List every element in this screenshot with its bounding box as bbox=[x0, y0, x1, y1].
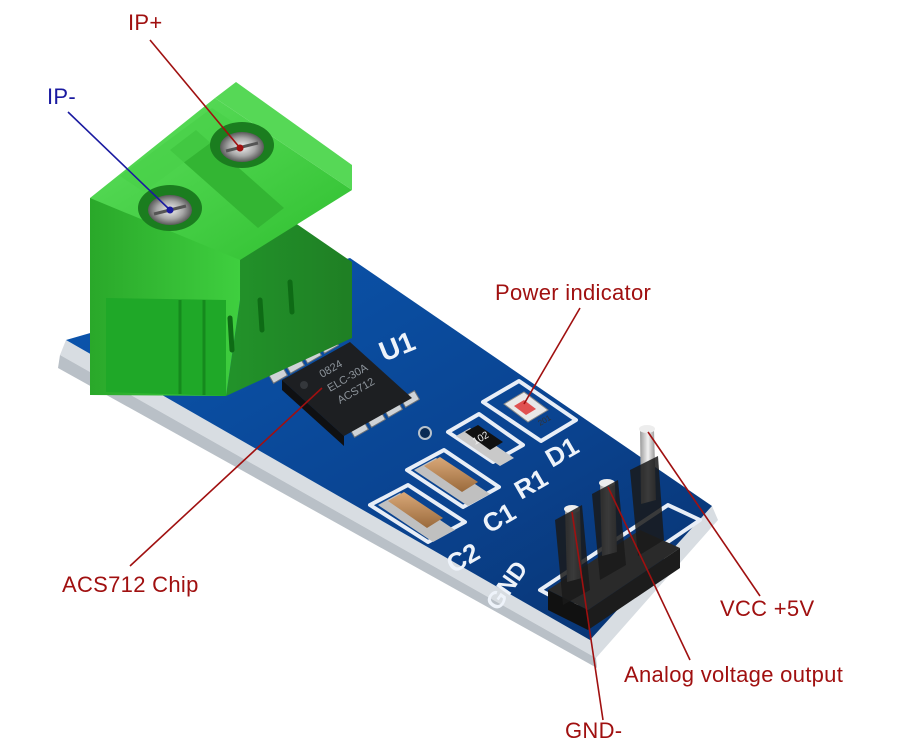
screw-terminal bbox=[90, 82, 352, 396]
label-ip-plus: IP+ bbox=[128, 10, 163, 35]
via-hole bbox=[418, 426, 432, 440]
capacitor-c1 bbox=[414, 457, 490, 506]
leader-chip bbox=[129, 387, 323, 567]
silkscreen bbox=[368, 379, 702, 609]
label-ip-minus: IP- bbox=[47, 84, 77, 109]
leader-ip-minus bbox=[67, 111, 171, 211]
c2-outline bbox=[368, 483, 467, 544]
label-vcc: VCC +5V bbox=[720, 596, 815, 621]
leader-ip-plus bbox=[149, 39, 241, 149]
leader-analog bbox=[607, 486, 691, 661]
label-gnd: GND- bbox=[565, 718, 623, 743]
capacitor-c2 bbox=[378, 492, 455, 542]
label-acs712-chip: ACS712 Chip bbox=[62, 572, 199, 597]
callout-lines bbox=[67, 39, 761, 721]
d1-outline bbox=[481, 379, 578, 443]
resistor-r1: 102 bbox=[456, 425, 514, 466]
header-pins bbox=[548, 425, 680, 630]
c1-outline bbox=[405, 448, 501, 509]
r1-outline bbox=[446, 412, 525, 464]
leader-vcc bbox=[647, 431, 761, 597]
label-power-indicator: Power indicator bbox=[495, 280, 652, 305]
leader-gnd bbox=[571, 511, 604, 721]
leader-power bbox=[523, 307, 581, 405]
pcb-edge-shadow bbox=[58, 355, 597, 668]
label-analog-output: Analog voltage output bbox=[624, 662, 844, 687]
